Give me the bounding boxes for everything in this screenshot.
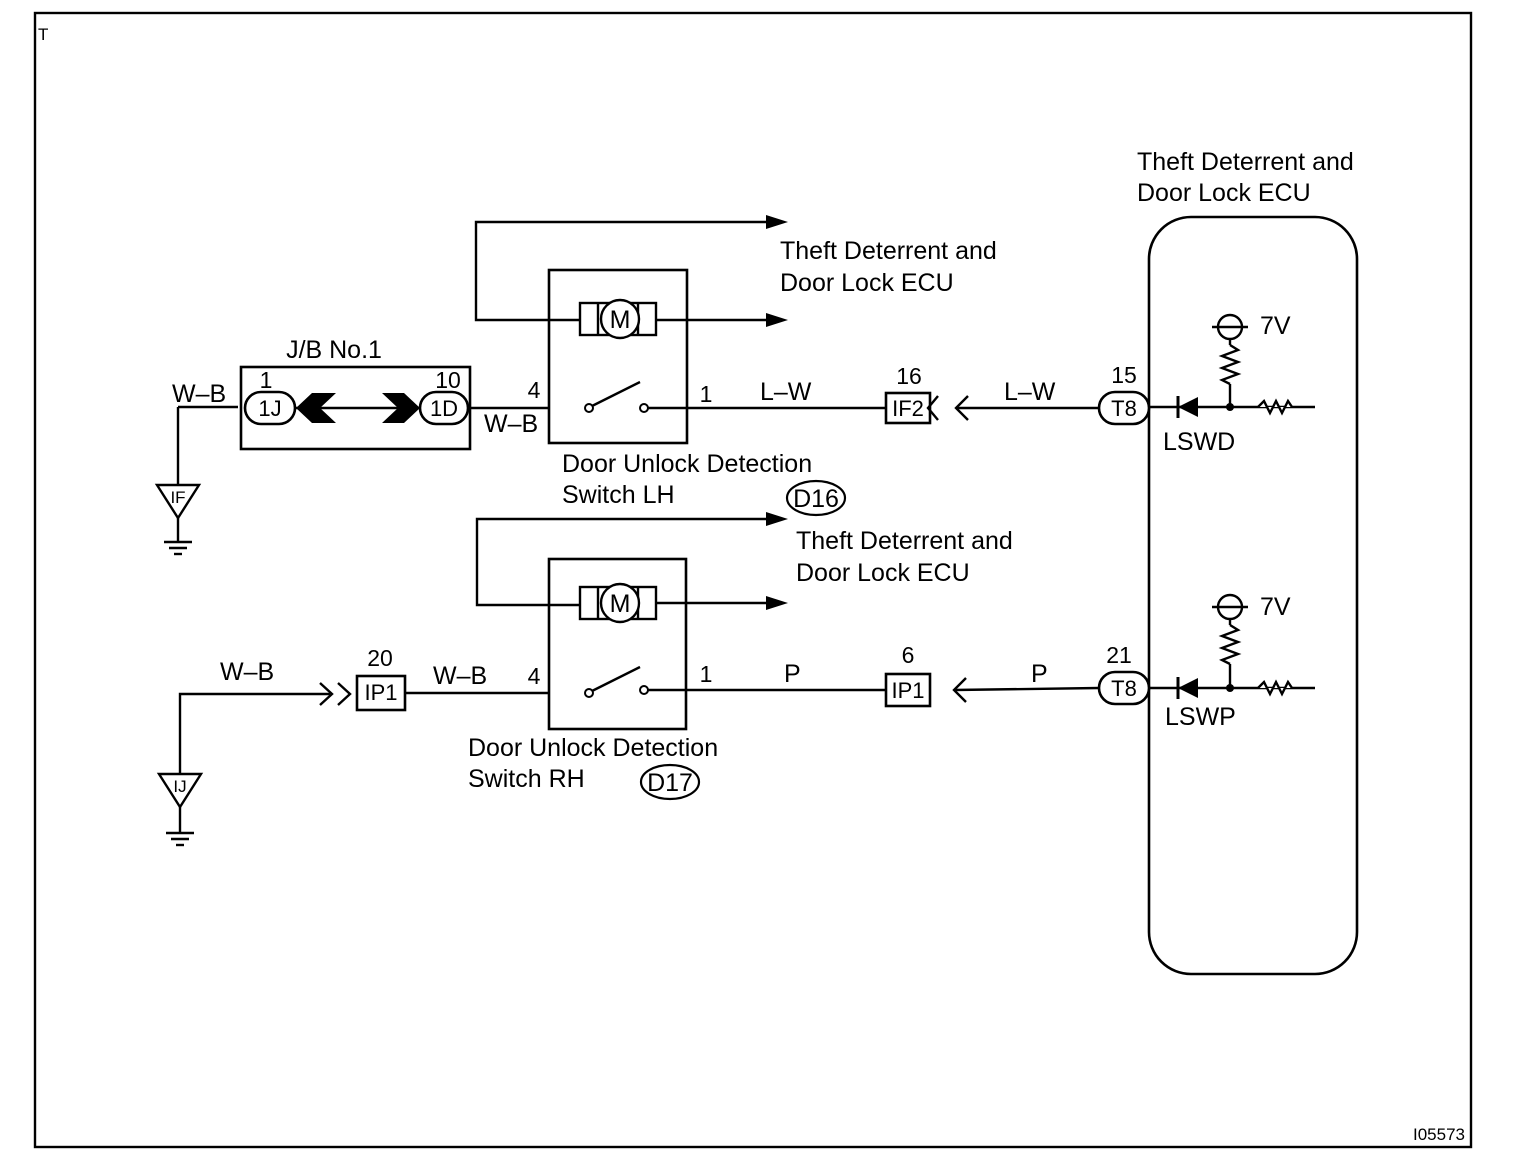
wire-rh-to-ecu xyxy=(953,686,1100,692)
ecu-box xyxy=(1147,215,1359,976)
ecu-voltage-top: 7V xyxy=(1260,312,1291,340)
motor-rh-arrow-lower xyxy=(766,596,788,610)
wire-lh-sw-out: L–W xyxy=(760,378,812,406)
ecu-title-line1: Theft Deterrent and xyxy=(1137,148,1354,176)
switch-lh-code: D16 xyxy=(793,485,839,513)
ground-if-label: IF xyxy=(170,488,185,507)
ground-if xyxy=(154,405,238,556)
ground-ij-label: IJ xyxy=(173,777,186,796)
switch-rh-pin-out: 1 xyxy=(700,661,713,687)
switch-lh-dest-line1: Theft Deterrent and xyxy=(780,237,997,265)
jb-connector-1d-pin: 10 xyxy=(435,367,461,393)
connector-ip1-left-pin: 20 xyxy=(367,645,393,671)
wire-rh-sw-out: P xyxy=(784,660,801,688)
ecu-connector-top-name: T8 xyxy=(1111,396,1137,421)
jb-arrow-left xyxy=(296,393,336,423)
switch-lh-dest-line2: Door Lock ECU xyxy=(780,269,954,297)
switch-rh-pin-in: 4 xyxy=(528,663,541,689)
connector-if2-name: IF2 xyxy=(892,396,924,421)
switch-rh-contact-a xyxy=(584,688,594,698)
wire-rh-ground: W–B xyxy=(220,658,274,686)
wire-rh-ip1-out: W–B xyxy=(433,662,487,690)
jb-connector-1j xyxy=(243,390,297,426)
switch-lh-name-line1: Door Unlock Detection xyxy=(562,450,812,478)
connector-ip1-mid-pin: 6 xyxy=(902,642,915,668)
ecu-title-line2: Door Lock ECU xyxy=(1137,179,1311,207)
wire-rh-ecu-in: P xyxy=(1031,660,1048,688)
jb-connector-1j-pin: 1 xyxy=(260,367,273,393)
switch-rh-dest-line2: Door Lock ECU xyxy=(796,559,970,587)
motor-rh-label: M xyxy=(610,590,631,618)
wire-lh-ground: W–B xyxy=(172,380,226,408)
connector-ip1-mid xyxy=(884,672,932,708)
jb-arrow-right xyxy=(382,393,420,423)
switch-lh-box xyxy=(547,268,689,445)
connector-ip1-left-name: IP1 xyxy=(364,680,397,705)
ecu-circuit-bottom xyxy=(1150,593,1315,699)
ecu-connector-top-pin: 15 xyxy=(1111,362,1137,388)
switch-lh-pin-in: 4 xyxy=(528,377,541,403)
ecu-terminal-lswp: LSWP xyxy=(1165,703,1236,731)
connector-if2-chevron-a xyxy=(926,395,939,421)
switch-rh-name-line2: Switch RH xyxy=(468,765,585,793)
switch-lh-name-line2: Switch LH xyxy=(562,481,675,509)
ecu-terminal-lswd: LSWD xyxy=(1163,428,1235,456)
motor-rh-lead-upper xyxy=(475,517,770,607)
motor-rh xyxy=(578,582,658,624)
connector-ip1-mid-name: IP1 xyxy=(891,678,924,703)
switch-lh-contact-a xyxy=(584,403,594,413)
connector-if2 xyxy=(884,391,932,425)
switch-rh-code: D17 xyxy=(647,769,693,797)
switch-lh-contact-b xyxy=(639,403,649,413)
switch-rh-name-line1: Door Unlock Detection xyxy=(468,734,718,762)
ecu-voltage-bottom: 7V xyxy=(1260,593,1291,621)
wire-lh-jb-out: W–B xyxy=(484,410,538,438)
switch-lh-pin-out: 1 xyxy=(700,381,713,407)
switch-lh-blade xyxy=(591,380,641,408)
motor-lh-arrow-lower xyxy=(766,313,788,327)
motor-lh xyxy=(578,298,658,340)
figure-id: I05573 xyxy=(1413,1125,1465,1144)
motor-lh-lead-upper xyxy=(474,220,770,322)
ecu-connector-bottom-pin: 21 xyxy=(1106,642,1132,668)
jb-connector-1j-name: 1J xyxy=(258,396,281,421)
switch-rh-contact-b xyxy=(639,685,649,695)
corner-mark: T xyxy=(38,25,48,44)
motor-lh-arrow-upper xyxy=(766,215,788,229)
motor-lh-label: M xyxy=(610,306,631,334)
switch-rh-blade xyxy=(591,665,641,693)
switch-rh-dest-line1: Theft Deterrent and xyxy=(796,527,1013,555)
ecu-connector-bottom-name: T8 xyxy=(1111,676,1137,701)
ground-ij xyxy=(156,682,352,847)
junction-block-title: J/B No.1 xyxy=(286,336,382,364)
switch-lh-code-ring xyxy=(785,479,847,517)
ecu-circuit-top xyxy=(1150,313,1315,418)
diagram-frame xyxy=(33,11,1473,1149)
switch-rh-code-ring xyxy=(639,763,701,801)
wire-lh-ecu-in: L–W xyxy=(1004,378,1056,406)
connector-if2-pin: 16 xyxy=(896,363,922,389)
jb-connector-1d-name: 1D xyxy=(430,396,458,421)
motor-rh-arrow-upper xyxy=(766,512,788,526)
